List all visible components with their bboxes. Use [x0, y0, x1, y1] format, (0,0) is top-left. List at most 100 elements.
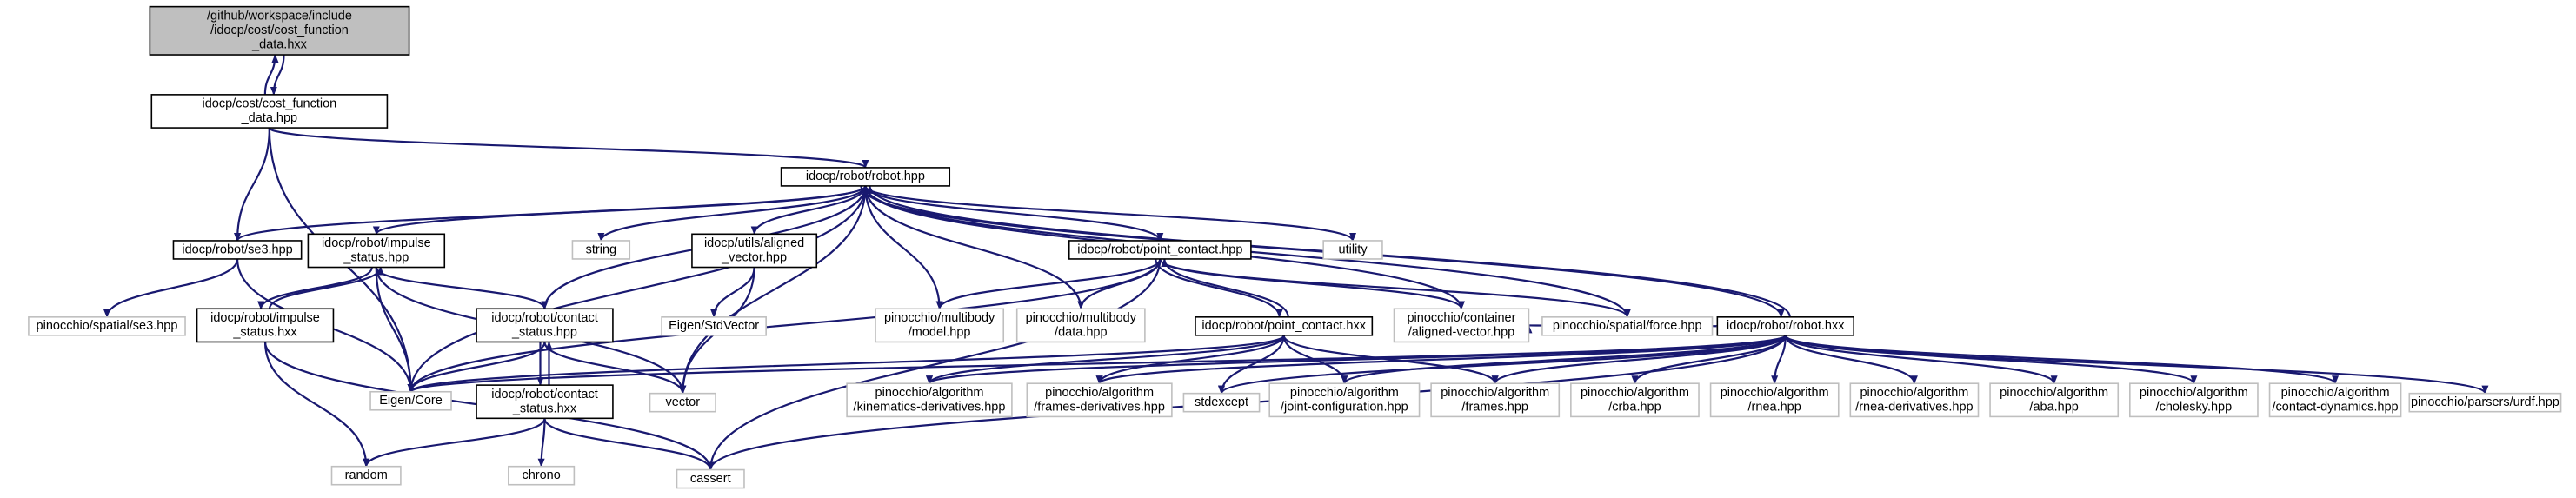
edge-robot_hpp-to-impulse_status_hpp	[373, 184, 867, 236]
node-string: string	[571, 240, 631, 260]
edge-se3_hpp-to-pin_se3	[103, 258, 239, 318]
node-label: idocp/robot/contact	[491, 311, 598, 325]
node-impulse-status-hpp[interactable]: idocp/robot/impulse_status.hpp	[307, 233, 446, 269]
node-label: pinocchio/algorithm	[2281, 386, 2390, 400]
node-point-contact-hxx[interactable]: idocp/robot/point_contact.hxx	[1195, 316, 1374, 336]
edge-robot_hpp-to-point_contact_hpp	[864, 185, 1164, 242]
node-box	[1430, 382, 1561, 418]
node-box	[1570, 382, 1700, 418]
node-label: idocp/cost/cost_function	[202, 97, 336, 111]
node-box	[1989, 382, 2120, 418]
edge-point_contact_hxx-to-point_contact_hpp	[1161, 257, 1289, 318]
node-contact-status-hxx[interactable]: idocp/robot/contact_status.hxx	[476, 384, 614, 420]
node-alg-kin-der: pinocchio/algorithm/kinematics-derivativ…	[846, 382, 1013, 418]
node-alg-frames: pinocchio/algorithm/frames.hpp	[1430, 382, 1561, 418]
node-label: Eigen/StdVector	[669, 319, 759, 333]
node-label: idocp/utils/aligned	[704, 236, 804, 250]
node-eigen-stdvector: Eigen/StdVector	[661, 316, 767, 336]
node-box	[2268, 382, 2402, 418]
node-alg-rnea: pinocchio/algorithm/rnea.hpp	[1709, 382, 1840, 418]
node-random: random	[330, 465, 402, 486]
node-utility: utility	[1322, 240, 1383, 260]
node-label: utility	[1339, 242, 1368, 256]
node-label: string	[586, 242, 616, 256]
node-label: idocp/robot/robot.hpp	[806, 169, 925, 183]
edge-root-to-cfd_hpp	[270, 55, 285, 96]
edge-point_contact_hpp-to-point_contact_hxx	[1155, 258, 1283, 318]
edge-robot_hxx-to-alg_aba	[1784, 335, 2058, 385]
node-box	[2408, 392, 2562, 413]
node-box	[691, 233, 818, 269]
node-label: pinocchio/algorithm	[1581, 386, 1689, 400]
edge-robot_hxx-to-alg_frames	[1491, 335, 1787, 385]
edge-contact_status_hxx-to-cassert	[543, 417, 715, 471]
node-box	[476, 308, 614, 343]
node-alg-contact-dyn: pinocchio/algorithm/contact-dynamics.hpp	[2268, 382, 2402, 418]
node-box	[875, 308, 1005, 343]
node-label: vector	[666, 395, 701, 409]
edge-robot_hxx-to-alg_frames_der	[1095, 334, 1787, 385]
node-label: /rnea-derivatives.hpp	[1855, 400, 1973, 414]
node-box	[149, 5, 410, 56]
node-label: _data.hpp	[241, 111, 298, 125]
node-alg-cholesky: pinocchio/algorithm/cholesky.hpp	[2129, 382, 2259, 418]
node-impulse-status-hxx[interactable]: idocp/robot/impulse_status.hxx	[196, 308, 335, 343]
node-label: _vector.hpp	[721, 250, 787, 264]
node-label: /github/workspace/include	[207, 10, 352, 23]
edge-point_contact_hpp-to-eigen_core	[407, 258, 1162, 393]
node-box	[1026, 382, 1173, 418]
node-box	[508, 465, 576, 486]
edge-impulse_status_hxx-to-random	[263, 342, 370, 468]
node-box	[1709, 382, 1840, 418]
node-point-contact-hpp[interactable]: idocp/robot/point_contact.hpp	[1068, 240, 1252, 260]
node-label: pinocchio/algorithm	[875, 386, 984, 400]
node-box	[846, 382, 1013, 418]
node-box	[369, 390, 452, 411]
edge-point_contact_hxx-to-alg_frames_der	[1095, 335, 1285, 385]
node-robot-hxx[interactable]: idocp/robot/robot.hxx	[1716, 316, 1854, 336]
edge-point_contact_hpp-to-cassert	[707, 258, 1162, 471]
node-label: random	[345, 468, 388, 482]
node-box	[1182, 392, 1261, 413]
node-label: idocp/robot/se3.hpp	[182, 242, 292, 256]
node-contact-status-hpp[interactable]: idocp/robot/contact_status.hpp	[476, 308, 614, 343]
node-alg-rnea-der: pinocchio/algorithm/rnea-derivatives.hpp	[1849, 382, 1980, 418]
node-box	[571, 240, 631, 260]
node-label: chrono	[522, 468, 560, 482]
node-box	[1322, 240, 1383, 260]
node-box	[676, 468, 745, 489]
edge-robot_hxx-to-alg_rnea_der	[1784, 335, 1918, 385]
edge-impulse_status_hpp-to-impulse_status_hxx	[257, 267, 373, 310]
node-label: /cholesky.hpp	[2156, 400, 2233, 414]
edge-robot_hpp-to-string	[597, 185, 867, 242]
node-label: /frames-derivatives.hpp	[1034, 400, 1165, 414]
edge-robot_hxx-to-alg_kin_der	[926, 334, 1787, 385]
node-label: _data.hxx	[251, 38, 308, 52]
node-pin-urdf: pinocchio/parsers/urdf.hpp	[2408, 392, 2562, 413]
node-label: /kinematics-derivatives.hpp	[854, 400, 1006, 414]
node-cfd-hpp[interactable]: idocp/cost/cost_function_data.hpp	[150, 94, 389, 129]
node-label: pinocchio/multibody	[1026, 311, 1137, 325]
node-box	[1849, 382, 1980, 418]
node-label: /aligned-vector.hpp	[1408, 325, 1515, 339]
node-label: pinocchio/parsers/urdf.hpp	[2411, 395, 2559, 409]
node-root[interactable]: /github/workspace/include/idocp/cost/cos…	[149, 5, 410, 56]
node-robot-hpp[interactable]: idocp/robot/robot.hpp	[780, 167, 951, 187]
node-label: pinocchio/algorithm	[1290, 386, 1399, 400]
edge-point_contact_hxx-to-eigen_core	[407, 334, 1285, 393]
node-chrono: chrono	[508, 465, 576, 486]
edge-contact_status_hxx-to-chrono	[537, 418, 546, 468]
edge-contact_status_hxx-to-random	[363, 417, 546, 468]
node-label: pinocchio/algorithm	[1441, 386, 1549, 400]
node-label: pinocchio/multibody	[884, 311, 995, 325]
node-box	[780, 167, 951, 187]
edge-robot_hpp-to-pin_model	[864, 185, 943, 310]
node-aligned-vector-hpp[interactable]: idocp/utils/aligned_vector.hpp	[691, 233, 818, 269]
node-se3-hpp[interactable]: idocp/robot/se3.hpp	[172, 240, 303, 260]
node-label: pinocchio/container	[1407, 311, 1515, 325]
edge-robot_hxx-to-alg_joint_conf	[1341, 334, 1787, 385]
edge-impulse_status_hpp-to-eigen_core	[375, 267, 415, 393]
node-box	[476, 384, 614, 420]
edge-aligned_vector_hpp-to-eigen_stdvector	[710, 267, 755, 318]
